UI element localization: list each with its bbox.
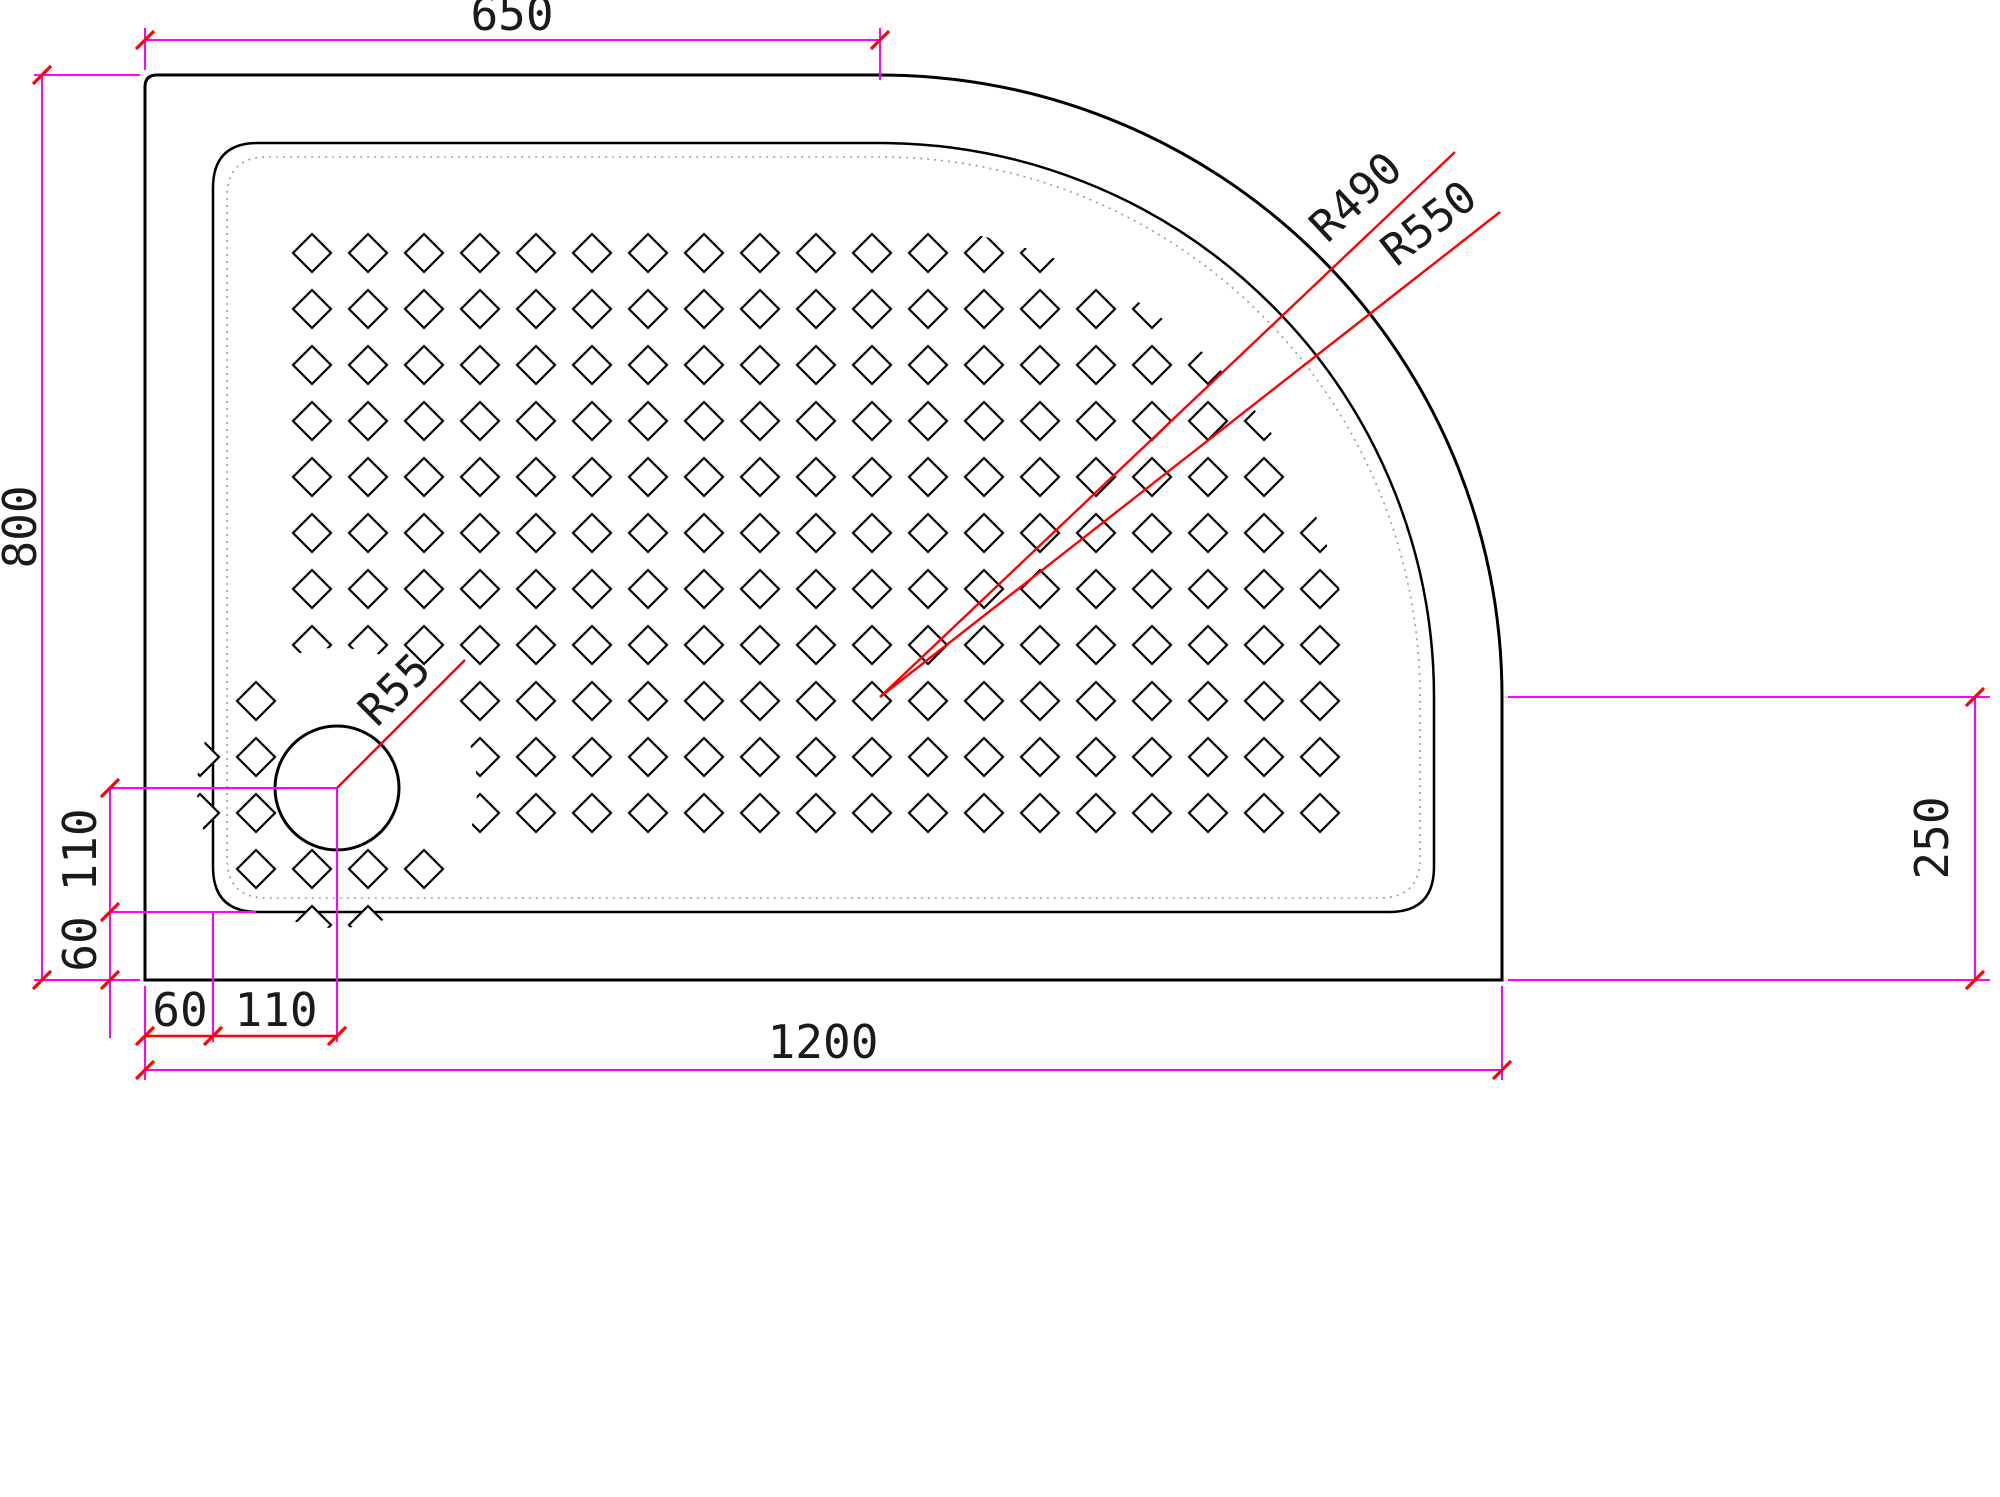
dimension-lines <box>34 28 1990 1080</box>
dim-60-left-label: 60 <box>53 916 107 971</box>
dim-650-label: 650 <box>470 0 553 41</box>
tick <box>99 901 121 923</box>
dim-800-label: 800 <box>0 485 47 568</box>
tick <box>1964 686 1986 708</box>
tick <box>869 29 891 51</box>
dim-250-label: 250 <box>1905 796 1959 879</box>
radius-leader-r550 <box>879 211 1501 698</box>
dim-60-bottom-label: 60 <box>152 983 207 1037</box>
radius-leader-r55 <box>336 659 466 789</box>
radius-leaders <box>145 151 1501 1038</box>
anti-slip-diamond-pattern <box>197 225 1352 928</box>
tick <box>202 1025 224 1047</box>
tick <box>1964 969 1986 991</box>
tick <box>99 969 121 991</box>
dim-1200-label: 1200 <box>768 1015 879 1069</box>
tick <box>31 969 53 991</box>
tick <box>99 777 121 799</box>
dim-110-left-label: 110 <box>53 808 107 891</box>
tick <box>31 64 53 86</box>
tick <box>134 29 156 51</box>
tick-marks <box>31 29 1986 1081</box>
dim-110-bottom-label: 110 <box>234 983 317 1037</box>
tick <box>1491 1059 1513 1081</box>
radius-leader-r490 <box>879 151 1456 698</box>
tick <box>134 1025 156 1047</box>
tick <box>326 1025 348 1047</box>
tick <box>134 1059 156 1081</box>
